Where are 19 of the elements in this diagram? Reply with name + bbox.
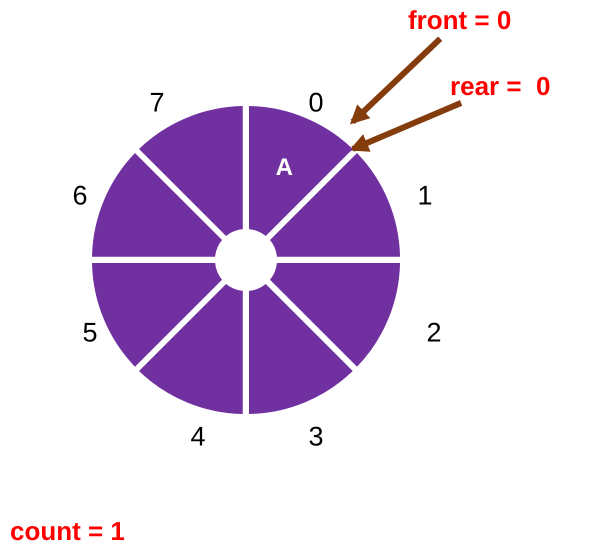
queue-slot: [139, 284, 243, 414]
slot-index: 6: [72, 180, 88, 212]
slot-index: 3: [308, 422, 324, 452]
slot-value: A: [276, 154, 293, 182]
slot-index: 7: [149, 88, 165, 118]
count-label: count = 1: [10, 516, 125, 547]
slot-index: 5: [82, 318, 98, 348]
slot-index: 4: [190, 422, 206, 452]
slot-index: 0: [308, 88, 324, 118]
slot-index: 1: [417, 180, 433, 212]
pointer-label: rear = 0: [450, 72, 550, 101]
queue-slot: [270, 263, 400, 367]
queue-slot: [92, 153, 222, 257]
queue-slot: [249, 284, 353, 414]
slot-index: 2: [426, 318, 442, 348]
queue-slot: [270, 153, 400, 257]
pointer-arrow: [350, 36, 442, 124]
pointer-label: front = 0: [408, 6, 512, 35]
pointer-arrow: [349, 100, 462, 152]
